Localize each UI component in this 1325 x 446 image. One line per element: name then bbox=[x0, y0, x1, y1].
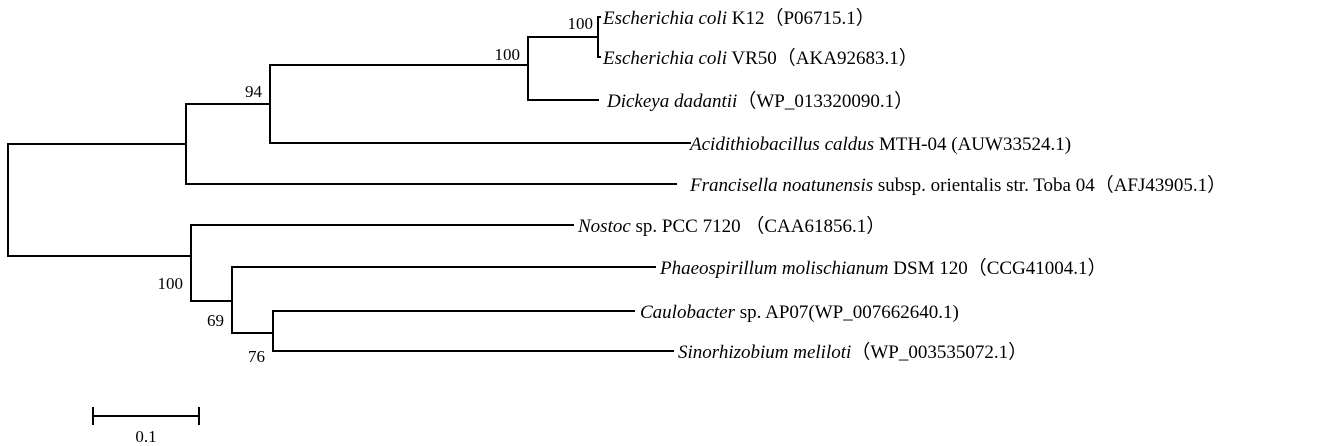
bootstrap-rhizobiales-node: 76 bbox=[248, 347, 265, 366]
taxon-label-nostoc: Nostoc sp. PCC 7120 （CAA61856.1） bbox=[577, 215, 885, 237]
bootstrap-ecoli-node: 100 bbox=[568, 14, 594, 33]
taxon-label-ecoli-k12: Escherichia coli K12（P06715.1） bbox=[602, 7, 875, 29]
taxon-label-ecoli-vr50: Escherichia coli VR50（AKA92683.1） bbox=[602, 47, 918, 69]
bootstrap-enterobacteria-node: 100 bbox=[495, 45, 521, 64]
taxon-label-sinorhizobium: Sinorhizobium meliloti（WP_003535072.1） bbox=[678, 341, 1027, 363]
bootstrap-gamma-node: 94 bbox=[245, 82, 263, 101]
bootstrap-alpha-node: 69 bbox=[207, 311, 224, 330]
scale-bar-label: 0.1 bbox=[135, 427, 156, 446]
bootstrap-cladeB-node: 100 bbox=[158, 274, 184, 293]
taxon-label-acidithiobacillus: Acidithiobacillus caldus MTH-04 (AUW3352… bbox=[688, 134, 1071, 155]
taxon-label-phaeospirillum: Phaeospirillum molischianum DSM 120（CCG4… bbox=[659, 257, 1107, 279]
taxon-label-caulobacter: Caulobacter sp. AP07(WP_007662640.1) bbox=[640, 302, 959, 323]
scale-bar: 0.1 bbox=[92, 407, 200, 446]
taxon-label-francisella: Francisella noatunensis subsp. orientali… bbox=[689, 174, 1226, 196]
taxon-label-dickeya: Dickeya dadantii（WP_013320090.1） bbox=[606, 90, 913, 112]
